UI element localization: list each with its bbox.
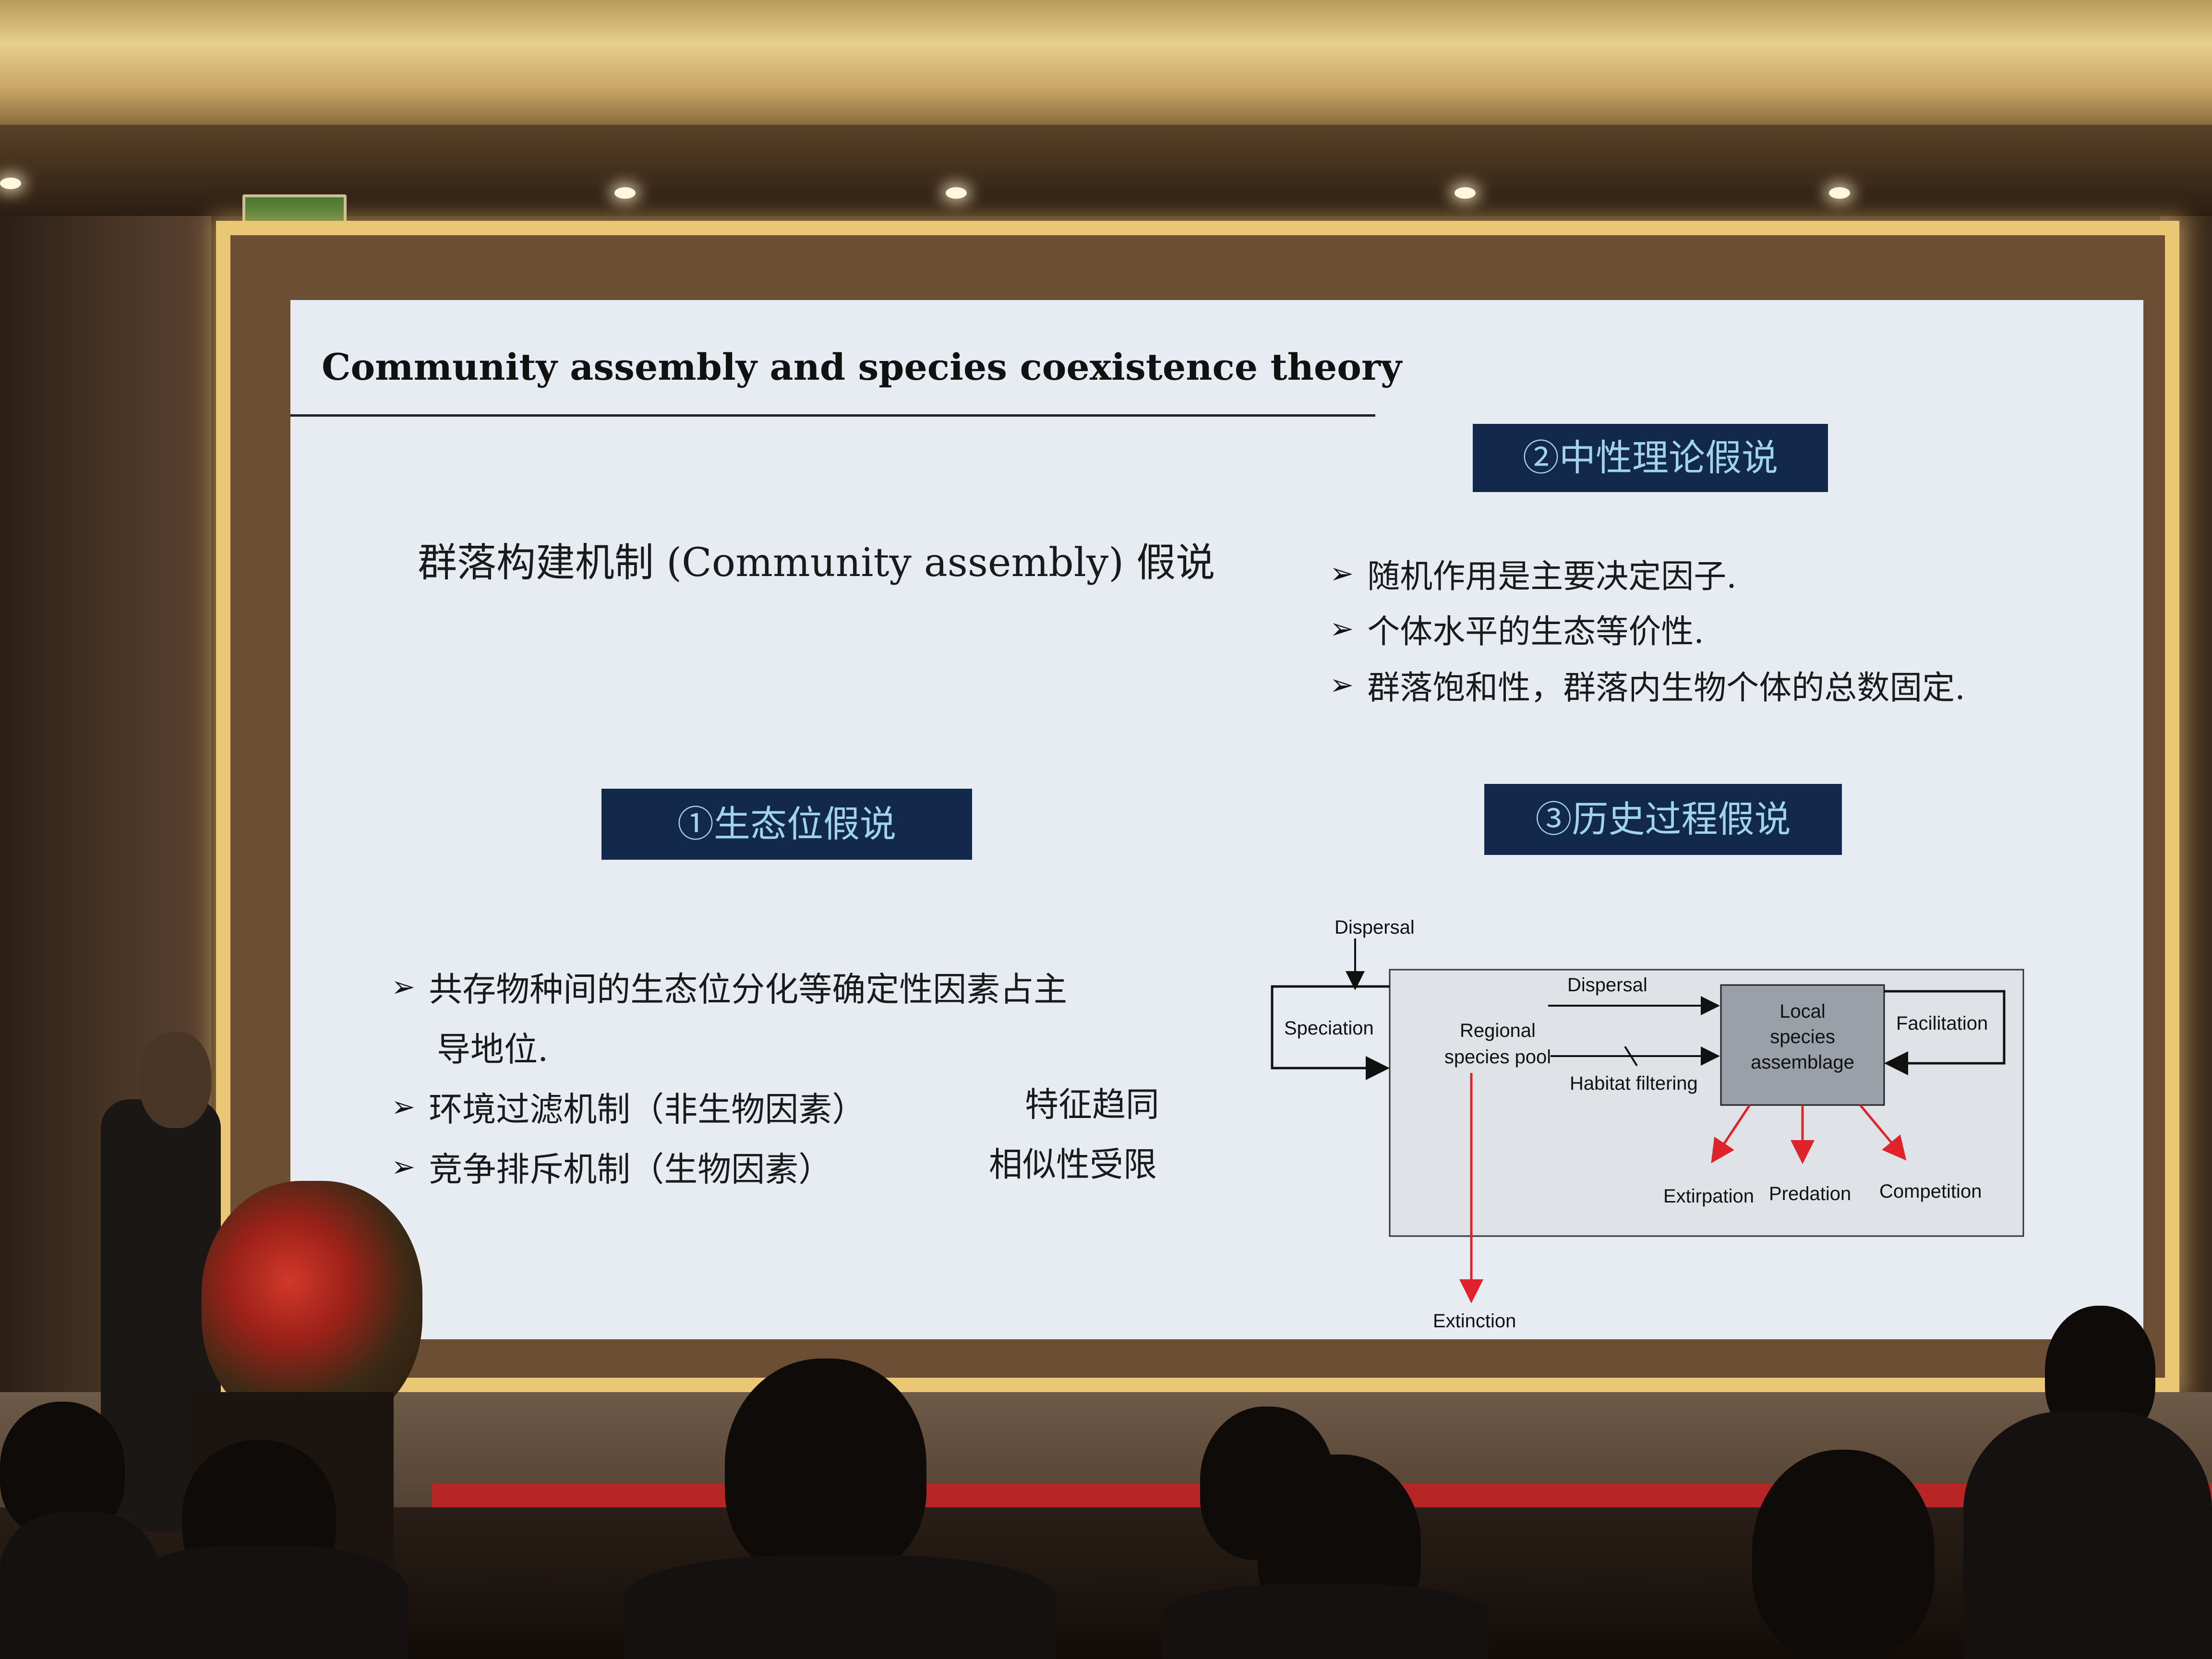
chandelier-ceiling [0,0,2212,125]
extirpation-label: Extirpation [1663,1186,1754,1207]
speciation-loop [1271,985,1390,1080]
ceiling-light [1829,187,1850,199]
arrow-bullet-icon: ➢ [1330,556,1354,590]
bullet-text: 随机作用是主要决定因子. [1367,558,1737,596]
niche-bullet: ➢ 竞争排斥机制（生物因素） [391,1142,832,1191]
bullet-text: 共存物种间的生态位分化等确定性因素占主 [429,970,1068,1009]
bullet-text: 个体水平的生态等价性. [1367,613,1704,651]
ceiling-light [614,187,636,199]
ceiling-light [0,178,21,189]
arrow-bullet-icon: ➢ [391,1150,416,1184]
community-assembly-diagram: Dispersal Speciation Regional species po… [1271,917,2024,1332]
competition-label: Competition [1879,1181,1982,1202]
assembly-mechanism-heading: 群落构建机制 (Community assembly) 假说 [418,540,1215,586]
audience-body [624,1555,1056,1659]
ceiling-trim [0,125,2212,216]
bullet-continuation: 导地位. [437,1030,549,1069]
audience-body [1162,1584,1488,1659]
arrow-bullet-icon: ➢ [391,1090,416,1124]
local-assemblage-box [1720,984,1885,1106]
local-label-2: species [1770,1026,1835,1047]
facilitation-label: Facilitation [1896,1013,1988,1034]
filter-tick [1624,1046,1638,1067]
local-label-3: assemblage [1751,1052,1854,1073]
local-label-1: Local [1779,1001,1826,1022]
niche-bullet: ➢ 环境过滤机制（非生物因素） [391,1082,866,1131]
predation-label: Predation [1769,1183,1851,1204]
speaker-head [139,1032,211,1128]
neutral-bullet: ➢ 群落饱和性，群落内生物个体的总数固定. [1330,661,1965,709]
audience-head [725,1358,926,1579]
arrow-bullet-icon: ➢ [391,970,416,1004]
slide-title: Community assembly and species coexisten… [322,346,1402,388]
bullet-text: 竞争排斥机制（生物因素） [429,1150,832,1189]
ceiling-light [1455,187,1476,199]
audience-body [1963,1411,2212,1659]
dispersal-top-label: Dispersal [1334,917,1415,938]
audience-head [1752,1450,1935,1659]
historical-process-label: ③历史过程假说 [1484,784,1842,855]
flower-arrangement [202,1181,422,1431]
ceiling-light [946,187,967,199]
bullet-note: 特征趋同 [1025,1085,1159,1124]
bullet-text: 环境过滤机制（非生物因素） [429,1090,866,1129]
facilitation-loop [1884,990,2006,1075]
neutral-theory-label: ②中性理论假说 [1473,424,1828,492]
competition-arrow [1859,1104,1907,1161]
regional-pool-label-2: species pool [1444,1046,1551,1068]
neutral-bullet: ➢ 随机作用是主要决定因子. [1330,550,1737,597]
speciation-label: Speciation [1284,1018,1374,1039]
bullet-text: 群落饱和性，群落内生物个体的总数固定. [1367,669,1965,707]
arrow-bullet-icon: ➢ [1330,668,1354,702]
habitat-filtering-label: Habitat filtering [1570,1073,1698,1094]
niche-bullet: ➢ 共存物种间的生态位分化等确定性因素占主 [391,962,1067,1011]
arrow-bullet-icon: ➢ [1330,612,1354,646]
extinction-label: Extinction [1433,1310,1516,1332]
extirpation-arrow [1711,1104,1751,1164]
dispersal-mid-label: Dispersal [1567,974,1647,996]
bullet-note: 相似性受限 [989,1145,1157,1184]
regional-pool-label-1: Regional [1460,1020,1536,1041]
presentation-slide: Community assembly and species coexisten… [290,300,2143,1339]
title-divider [290,414,1375,417]
audience-body [120,1546,408,1659]
neutral-bullet: ➢ 个体水平的生态等价性. [1330,605,1704,652]
niche-theory-label: ①生态位假说 [601,789,972,860]
